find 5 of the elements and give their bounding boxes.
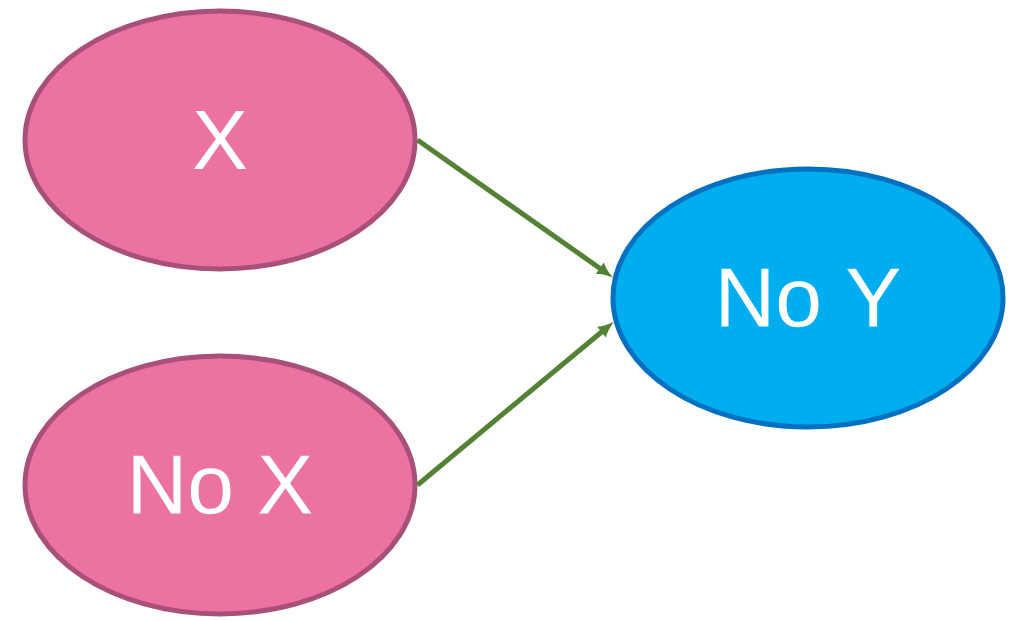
arrow: [416, 137, 610, 276]
ellipse-node: No X: [22, 353, 418, 617]
ellipse-node: No Y: [610, 166, 1006, 430]
ellipse-node: X: [22, 8, 418, 272]
arrow: [415, 323, 611, 487]
